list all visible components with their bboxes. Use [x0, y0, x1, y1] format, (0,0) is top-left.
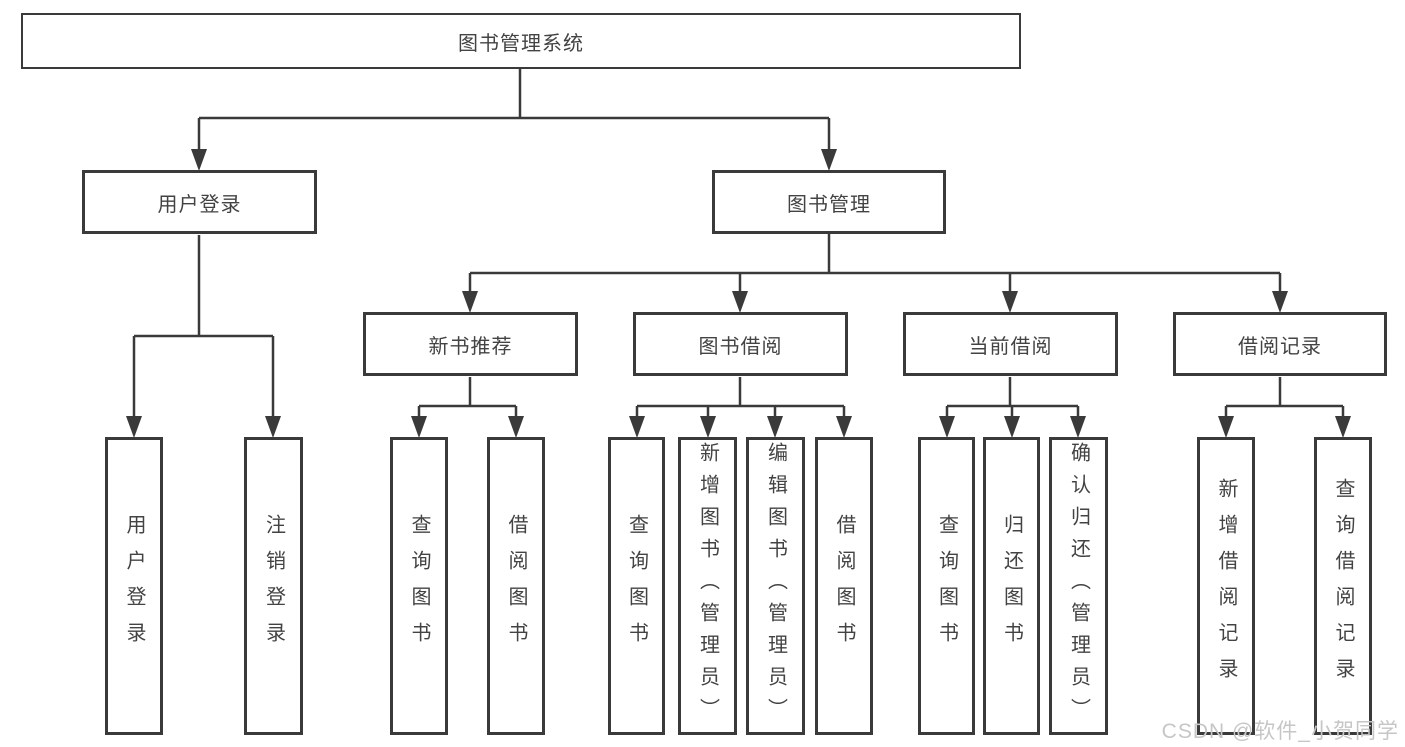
leaf-label: 注销登录 [262, 514, 285, 658]
arrow-icon [1070, 416, 1086, 438]
arrow-icon [411, 416, 427, 438]
arrow-icon [767, 416, 783, 438]
leaf-query-borrow-record: 查询借阅记录 [1314, 437, 1372, 735]
arrow-icon [821, 149, 837, 171]
connector-root [197, 69, 831, 153]
leaf-logout: 注销登录 [244, 437, 303, 735]
leaf-confirm-return-admin: 确认归还（管理员） [1049, 437, 1108, 735]
node-borrow-records: 借阅记录 [1173, 312, 1387, 376]
csdn-watermark: CSDN @软件_小贺同学 [1161, 720, 1399, 743]
leaf-label: 借阅图书 [505, 514, 527, 658]
leaf-recommend-query-books: 查询图书 [390, 437, 448, 735]
connector-login-branch [132, 235, 275, 420]
node-new-book-recommend: 新书推荐 [363, 312, 578, 376]
leaf-current-query-books: 查询图书 [918, 437, 975, 735]
arrow-icon [1335, 416, 1351, 438]
leaf-user-login: 用户登录 [105, 437, 163, 735]
connector-management-branch [468, 234, 1282, 294]
connector-current [945, 377, 1080, 420]
arrow-icon [700, 416, 716, 438]
leaf-label: 新增图书（管理员） [696, 442, 719, 730]
leaf-edit-books-admin: 编辑图书（管理员） [746, 437, 805, 735]
arrow-icon [126, 416, 142, 438]
arrow-icon [1272, 291, 1288, 313]
leaf-label: 查询借阅记录 [1332, 478, 1354, 694]
leaf-add-borrow-record: 新增借阅记录 [1197, 437, 1255, 735]
leaf-label: 查询图书 [625, 514, 648, 658]
node-book-management-branch: 图书管理 [712, 170, 946, 234]
leaf-label: 新增借阅记录 [1215, 478, 1237, 694]
leaf-borrow-query-books: 查询图书 [608, 437, 665, 735]
arrow-icon [1218, 416, 1234, 438]
arrow-icon [1004, 416, 1020, 438]
leaf-label: 借阅图书 [833, 514, 855, 658]
connector-borrow [635, 377, 846, 420]
arrow-icon [265, 416, 281, 438]
leaf-label: 编辑图书（管理员） [764, 442, 787, 730]
arrow-icon [191, 149, 207, 171]
arrow-icon [939, 416, 955, 438]
leaf-return-books: 归还图书 [983, 437, 1040, 735]
arrow-icon [462, 291, 478, 313]
arrow-icon [508, 416, 524, 438]
leaf-label: 确认归还（管理员） [1067, 442, 1090, 730]
leaf-label: 用户登录 [123, 514, 145, 658]
arrowheads [126, 149, 1351, 438]
node-current-borrow: 当前借阅 [903, 312, 1118, 376]
leaf-borrow-books: 借阅图书 [815, 437, 873, 735]
leaf-label: 归还图书 [1000, 514, 1023, 658]
arrow-icon [732, 291, 748, 313]
leaf-add-books-admin: 新增图书（管理员） [678, 437, 737, 735]
arrow-icon [1002, 291, 1018, 313]
leaf-recommend-borrow-books: 借阅图书 [487, 437, 545, 735]
leaf-label: 查询图书 [408, 514, 430, 658]
arrow-icon [629, 416, 645, 438]
node-root-system: 图书管理系统 [21, 13, 1021, 69]
node-book-borrow: 图书借阅 [633, 312, 848, 376]
arrow-icon [836, 416, 852, 438]
connector-recommend [417, 377, 518, 420]
leaf-label: 查询图书 [935, 514, 958, 658]
node-user-login-branch: 用户登录 [82, 170, 317, 234]
connector-records [1224, 377, 1345, 420]
